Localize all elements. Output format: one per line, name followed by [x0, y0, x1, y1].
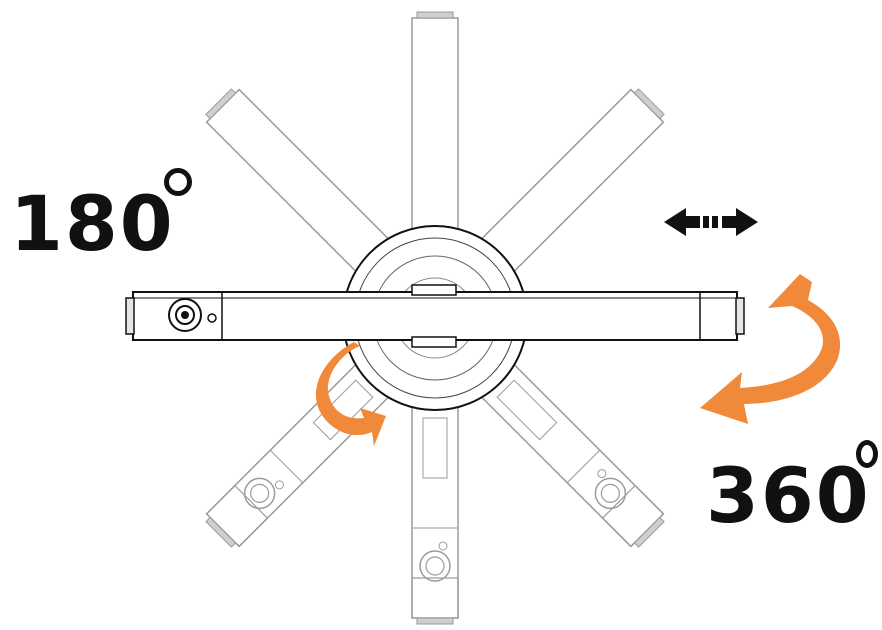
- main-bar: [125, 284, 745, 348]
- degree-icon: [164, 168, 192, 196]
- curved-arrow-icon: [315, 342, 386, 446]
- degree-icon: [856, 440, 878, 468]
- rotate-angle-label: 360: [706, 451, 871, 540]
- double-curved-arrow-icon: [700, 274, 841, 424]
- double-arrow-horizontal-icon: [664, 208, 758, 236]
- tilt-angle-label: 180: [10, 179, 175, 268]
